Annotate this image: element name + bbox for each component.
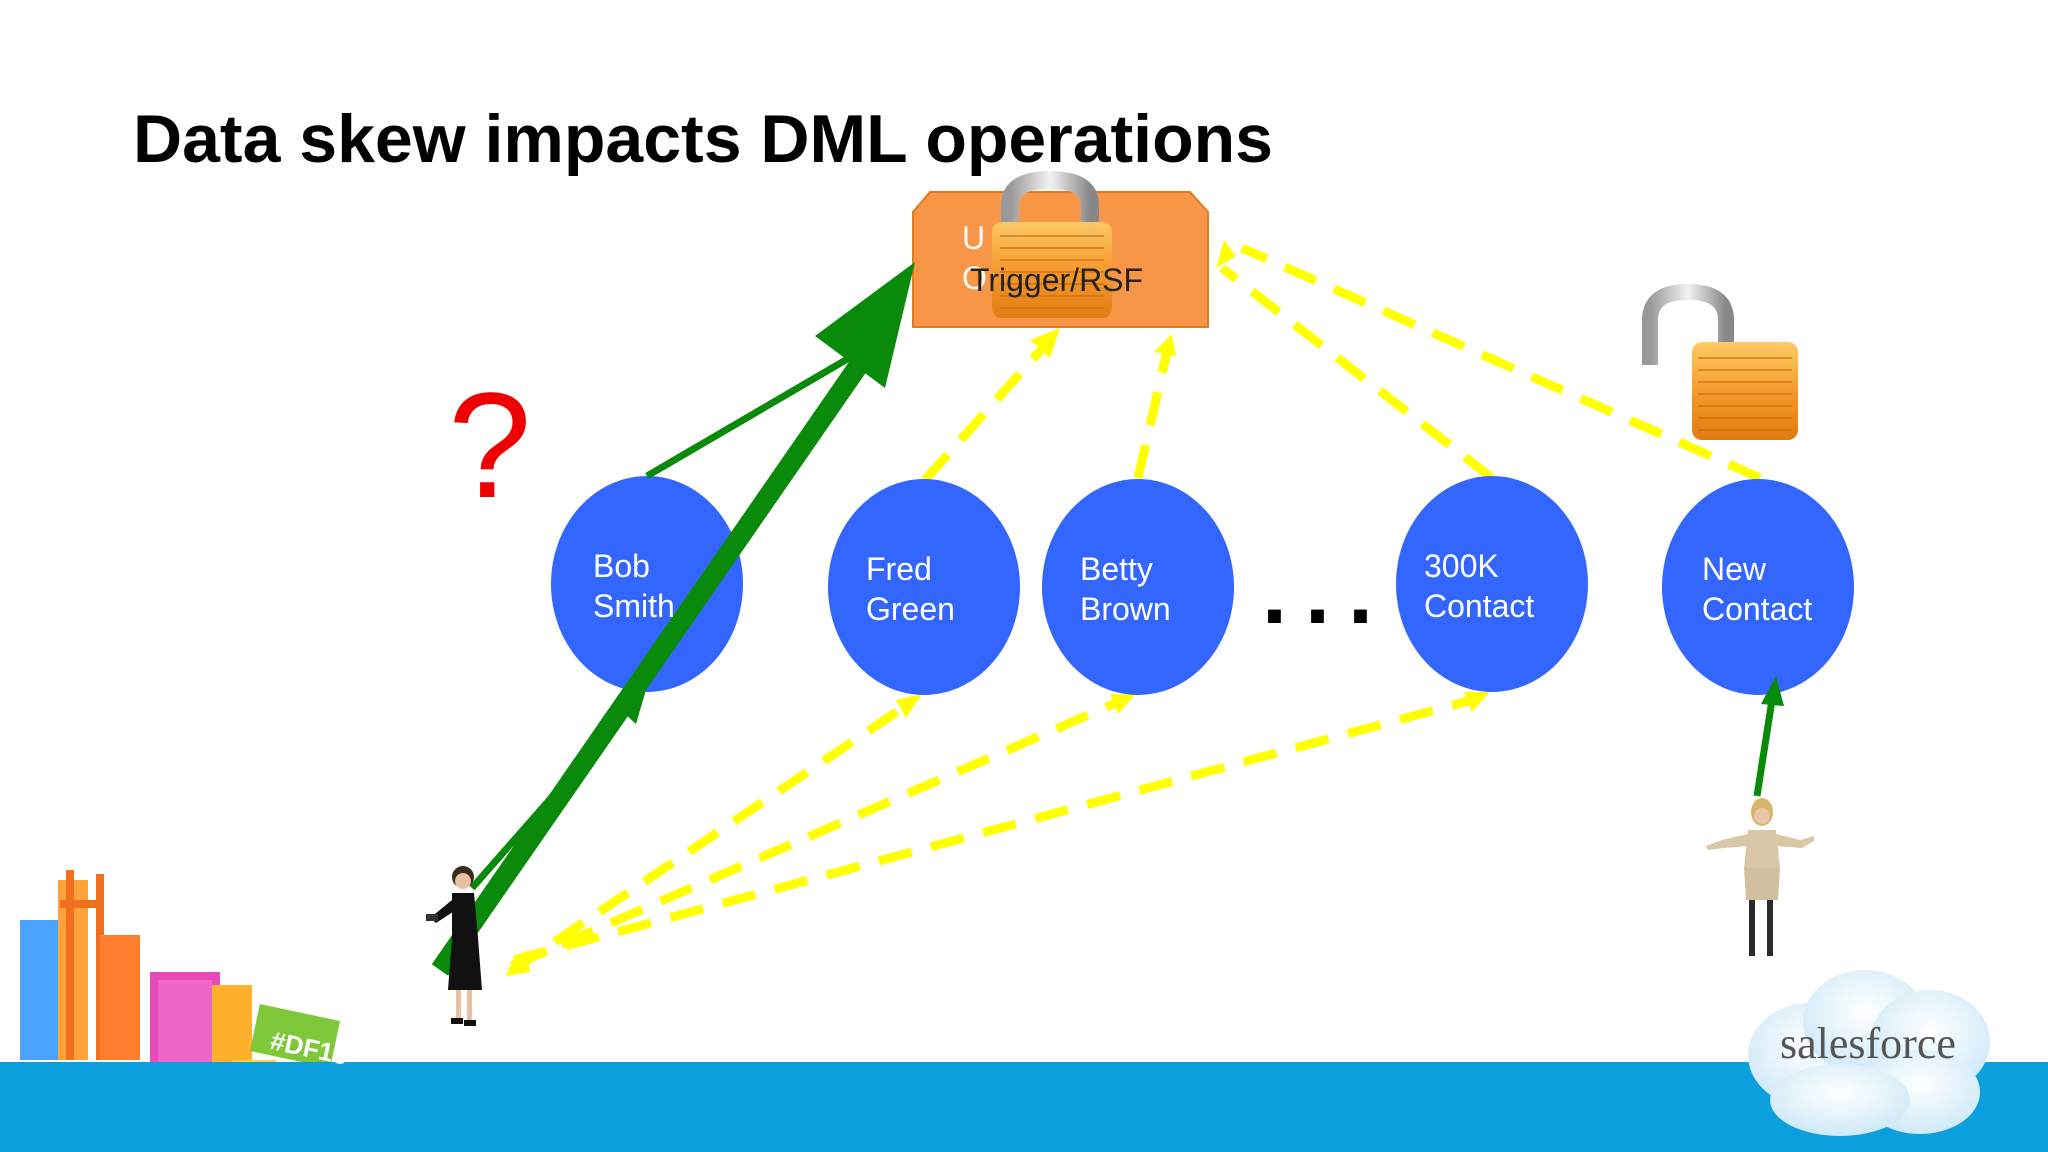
padlock-open-icon [1642, 283, 1798, 440]
dashed-arrow-betty-to-box [1133, 350, 1172, 480]
salesforce-cloud-logo [1748, 970, 1990, 1136]
contact-name-line1: Bob [593, 548, 650, 584]
question-mark: ? [448, 361, 532, 529]
dashed-arrow-300k-to-box [1219, 264, 1495, 482]
contact-name-line1: Fred [866, 551, 932, 587]
arrowhead-box-betty [1154, 334, 1176, 356]
dashed-arrow-user-to-betty [510, 697, 1120, 971]
owner-box-label-line2: O [962, 260, 987, 296]
arrowhead-fred [896, 694, 922, 718]
contact-node-fred-green [828, 479, 1020, 695]
brand-wordmark: salesforce [1780, 1019, 1956, 1068]
businesswoman-with-phone [426, 866, 482, 1026]
arrowhead-box-300k [1216, 240, 1236, 268]
arrowhead-box-fred [1030, 328, 1060, 358]
owner-box-trigger-label: Trigger/RSF [970, 262, 1144, 298]
contact-name-line1: 300K [1424, 548, 1499, 584]
arrowhead-new [1761, 676, 1784, 706]
slide-title: Data skew impacts DML operations [133, 101, 1273, 177]
contact-node-betty-brown [1042, 479, 1234, 695]
contact-name-line2: Green [866, 591, 955, 627]
contact-node-300k-contact [1396, 476, 1588, 692]
dashed-arrow-fred-to-box [921, 339, 1052, 483]
green-arrow-bob-to-box [645, 336, 882, 480]
contact-name-line1: New [1702, 551, 1767, 587]
owner-box-label-line1: U [962, 220, 986, 256]
contact-name-line2: Brown [1080, 591, 1171, 627]
green-arrow-user-to-new [1753, 699, 1776, 797]
green-arrows [431, 262, 1784, 976]
dashed-arrows [507, 243, 1762, 976]
contact-label-bob-smith: Bob Smith [593, 546, 675, 626]
footer-bar [0, 1062, 2048, 1152]
green-arrow-user-to-box-main [431, 346, 877, 976]
businesswoman-shrugging [1706, 798, 1814, 956]
dashed-arrow-user-to-fred [507, 701, 910, 976]
contact-label-betty-brown: Betty Brown [1080, 549, 1171, 629]
arrowhead-user-left [505, 950, 530, 976]
contact-label-fred-green: Fred Green [866, 549, 955, 629]
dashed-arrowheads [505, 240, 1490, 976]
contact-label-300k-contact: 300K Contact [1424, 546, 1534, 626]
dashed-arrow-user-to-300k [512, 695, 1474, 965]
dashed-arrow-new-to-box [1240, 243, 1762, 483]
contact-name-line1: Betty [1080, 551, 1153, 587]
contact-name-line2: Contact [1424, 588, 1535, 624]
contact-label-new-contact: New Contact [1702, 549, 1812, 629]
contact-node-new-contact [1662, 479, 1854, 695]
padlock-closed-icon [992, 170, 1112, 318]
arrowhead-300k [1464, 692, 1490, 712]
arrowhead-betty [1110, 694, 1136, 714]
contact-node-bob-smith [551, 476, 743, 692]
contact-name-line2: Smith [593, 588, 675, 624]
contact-nodes [551, 476, 1854, 695]
ellipsis: ... [1262, 543, 1392, 643]
arrowhead-box-main [815, 262, 915, 388]
contact-name-line2: Contact [1702, 591, 1813, 627]
